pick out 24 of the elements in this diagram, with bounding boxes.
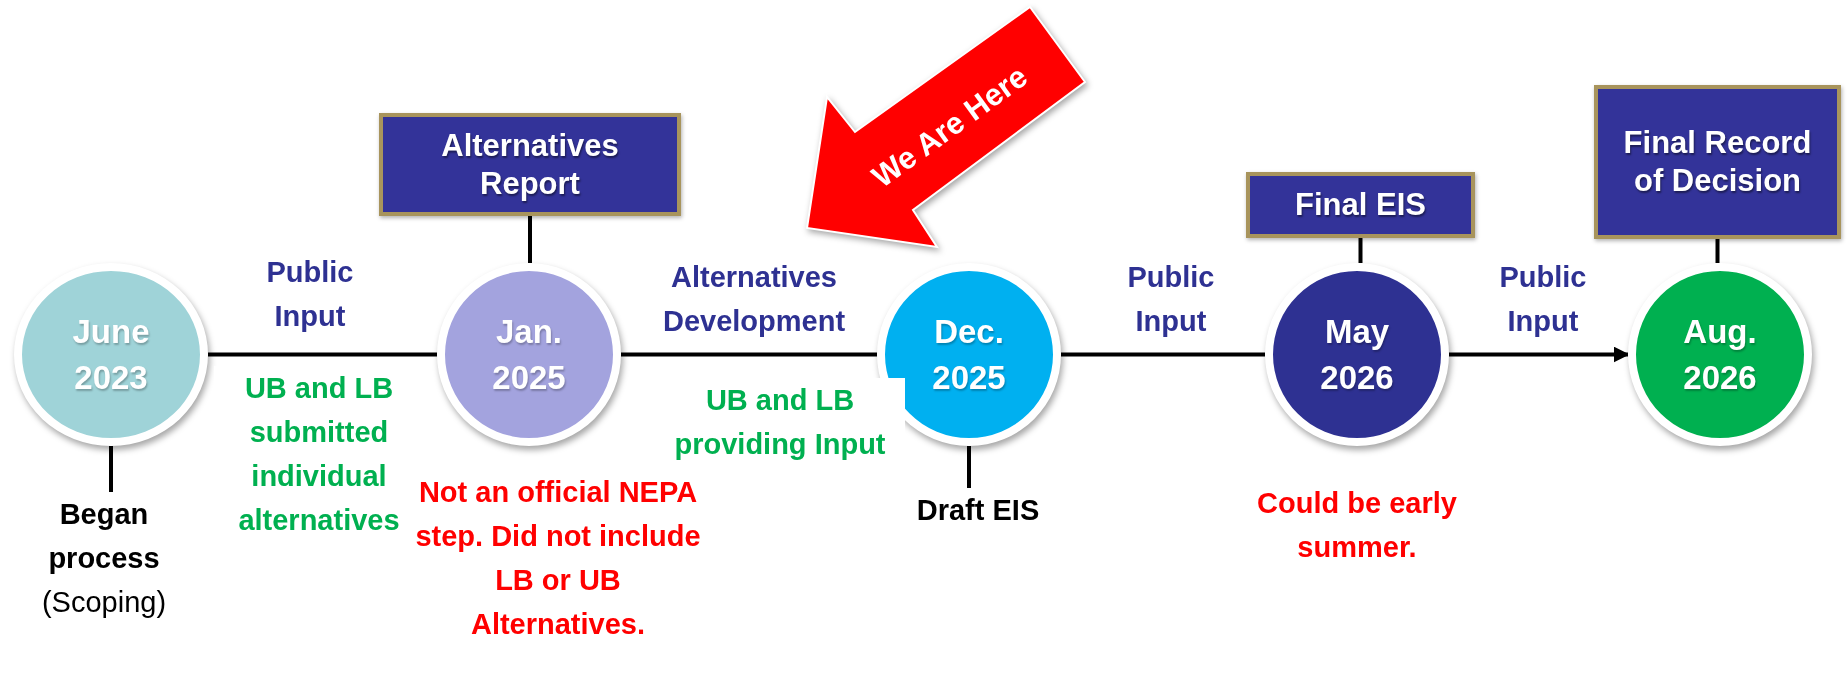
milestone-box	[1594, 85, 1841, 239]
milestone-date: Dec. 2025	[931, 311, 1007, 398]
milestone-date: May 2026	[1319, 311, 1395, 398]
pointer-text: We Are Here	[865, 58, 1035, 196]
milestone-date: Jan. 2025	[491, 311, 567, 398]
milestone-box	[1246, 172, 1475, 238]
milestone-box	[379, 113, 681, 216]
connector-line	[109, 446, 113, 492]
connector-line	[967, 446, 971, 488]
connector-line	[1715, 239, 1720, 263]
connector-line	[208, 352, 437, 357]
milestone-date: June 2023	[71, 311, 151, 398]
connector-line	[528, 216, 532, 263]
connector-line	[1061, 352, 1265, 357]
milestone-note: Draft EIS	[916, 493, 1040, 528]
milestone-subnote: (Scoping)	[41, 585, 167, 620]
arrow	[1449, 346, 1630, 363]
milestone-note: Began process	[47, 497, 161, 576]
milestone-title: Final Record of Decision	[1622, 124, 1813, 200]
milestone-date: Aug. 2026	[1682, 311, 1758, 398]
milestone-title: Final EIS	[1295, 186, 1426, 224]
milestone-title: Alternatives Report	[440, 126, 620, 203]
connector-line	[621, 352, 877, 357]
connector-line	[1358, 238, 1363, 263]
